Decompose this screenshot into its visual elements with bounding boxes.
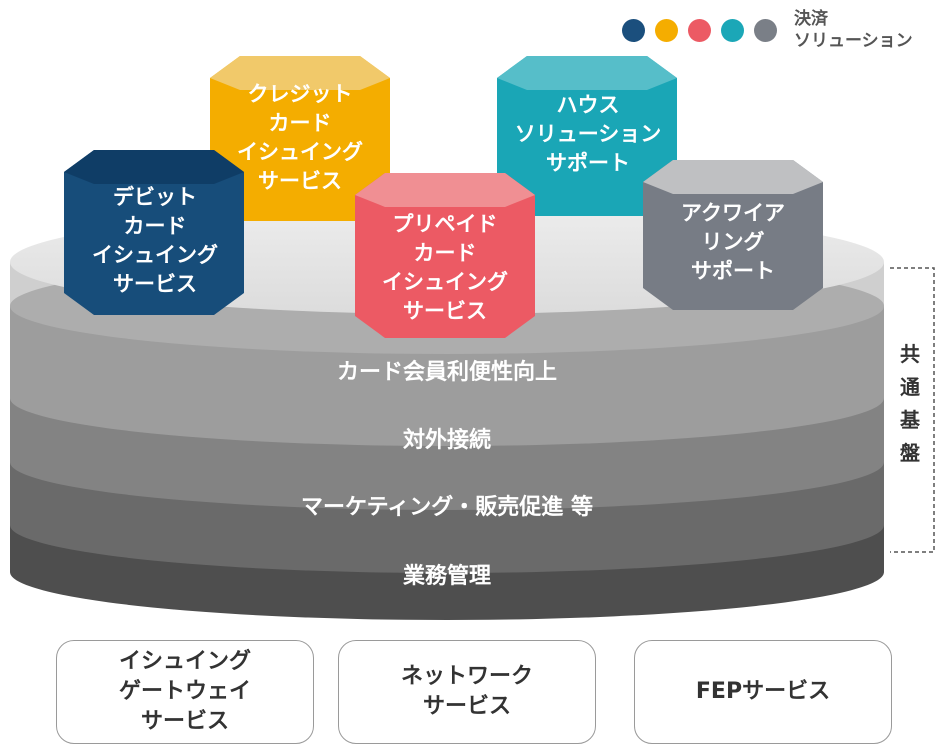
common-platform-char: 通 xyxy=(900,375,920,399)
hexagon-label: カード xyxy=(269,111,332,135)
hexagon-label: イシュイング xyxy=(237,140,363,164)
hexagon-label: カード xyxy=(414,241,477,265)
hexagon-label: サービス xyxy=(258,169,342,193)
hexagon-label: イシュイング xyxy=(382,270,508,294)
legend-dot-credit xyxy=(655,19,678,42)
common-platform-char: 共 xyxy=(900,342,920,366)
layer-label: マーケティング・販売促進 等 xyxy=(301,494,593,520)
fep-service-label: FEPサービス xyxy=(695,679,831,704)
solution-hexagons: クレジットカードイシュイングサービスハウスソリューションサポートデビットカードイ… xyxy=(64,56,823,338)
legend-dot-acquiring xyxy=(754,19,777,42)
hexagon-label: リング xyxy=(702,230,765,254)
hexagon-label: カード xyxy=(124,214,187,238)
legend: 決済 ソリューション xyxy=(622,6,941,64)
legend-dot-debit xyxy=(622,19,645,42)
hexagon-label: ソリューション xyxy=(515,122,662,146)
network-service-box: ネットワーク サービス xyxy=(338,640,596,744)
hexagon-label: サポート xyxy=(691,259,775,283)
hexagon-label: ハウス xyxy=(557,93,620,117)
fep-service-box: FEPサービス xyxy=(634,640,892,744)
issuing-gateway-label: イシュイング ゲートウェイ サービス xyxy=(118,649,251,734)
hexagon-label: イシュイング xyxy=(92,243,218,267)
legend-dot-house xyxy=(721,19,744,42)
hexagon-label: プリペイド xyxy=(393,212,498,236)
bracket-line xyxy=(890,267,935,553)
layer-label: 対外接続 xyxy=(403,427,491,453)
legend-label: 決済 ソリューション xyxy=(794,9,913,51)
hexagon-label: デビット xyxy=(113,185,197,209)
network-service-label: ネットワーク サービス xyxy=(400,664,533,719)
common-platform-char: 基 xyxy=(900,408,920,432)
hexagon-label: クレジット xyxy=(248,82,353,106)
common-platform-label: 共 通 基 盤 xyxy=(896,338,924,470)
hexagon-label: アクワイア xyxy=(681,201,785,225)
hexagon-label: サポート xyxy=(546,151,630,175)
common-platform-char: 盤 xyxy=(900,441,920,465)
layer-label: 業務管理 xyxy=(403,563,491,589)
legend-dot-prepaid xyxy=(688,19,711,42)
hexagon-label: サービス xyxy=(113,272,197,296)
issuing-gateway-box: イシュイング ゲートウェイ サービス xyxy=(56,640,314,744)
hexagon-label: サービス xyxy=(403,299,487,323)
layer-label: カード会員利便性向上 xyxy=(337,359,557,385)
